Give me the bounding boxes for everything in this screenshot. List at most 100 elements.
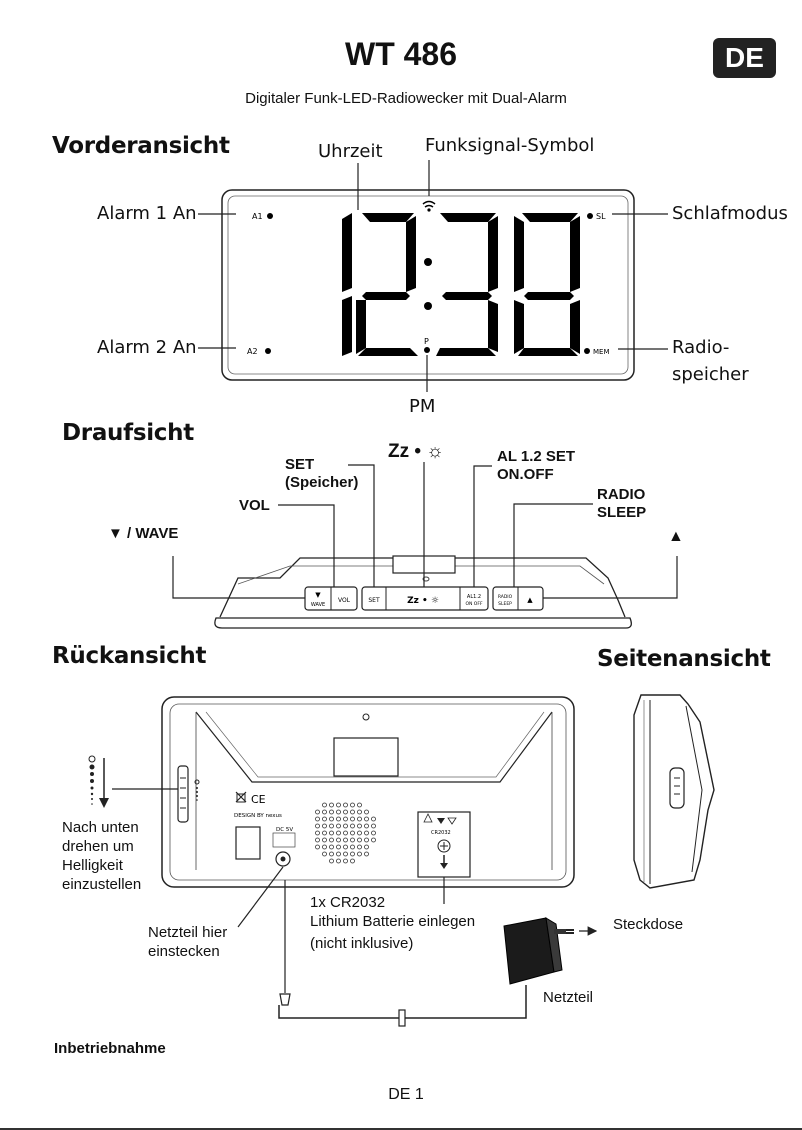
label-pm: PM	[409, 396, 436, 417]
speaker-hole	[322, 802, 327, 808]
heading-top-view: Draufsicht	[62, 420, 194, 446]
speaker-hole	[329, 851, 334, 857]
speaker-hole	[364, 830, 369, 836]
speaker-hole	[343, 809, 348, 815]
document-title: WT 486	[344, 36, 458, 72]
colon-top	[424, 258, 432, 266]
section-title-setup: Inbetriebnahme	[54, 1040, 166, 1057]
speaker-hole	[343, 858, 348, 864]
heading-front-view: Vorderansicht	[52, 133, 230, 159]
page-number: DE 1	[388, 1086, 424, 1103]
speaker-hole	[329, 830, 334, 836]
speaker-hole	[364, 816, 369, 822]
speaker-hole	[329, 858, 334, 864]
regulatory-label: CE DESIGN BY nexus DC 5V	[234, 791, 296, 860]
speaker-hole	[336, 802, 341, 808]
speaker-hole	[343, 830, 348, 836]
label-dimmer-4: einzustellen	[62, 876, 142, 893]
side-view-clock	[633, 694, 715, 889]
pm-dot	[424, 347, 430, 353]
speaker-hole	[371, 830, 376, 836]
speaker-hole	[350, 851, 355, 857]
memory-dot	[584, 348, 590, 354]
front-view-clock: A1 A2 SL MEM P	[198, 160, 668, 392]
label-set-memory: (Speicher)	[285, 474, 359, 491]
speaker-hole	[371, 823, 376, 829]
button-mark-vol: VOL	[338, 597, 351, 604]
speaker-hole	[322, 809, 327, 815]
speaker-hole	[350, 816, 355, 822]
speaker-hole	[322, 844, 327, 850]
language-badge: DE	[713, 38, 776, 78]
digit-1	[342, 213, 352, 356]
label-adapter: Netzteil	[543, 989, 594, 1006]
button-mark-sleep: SLEEP	[498, 601, 512, 607]
speaker-hole	[350, 809, 355, 815]
speaker-hole	[329, 823, 334, 829]
speaker-hole	[364, 823, 369, 829]
speaker-hole	[329, 802, 334, 808]
speaker-hole	[350, 830, 355, 836]
dimmer-scale-small	[194, 779, 200, 801]
label-radio-memory-2: speicher	[672, 364, 749, 385]
speaker-hole	[364, 851, 369, 857]
ce-mark: CE	[251, 793, 266, 806]
sleep-dot	[587, 213, 593, 219]
speaker-hole	[357, 809, 362, 815]
design-by-text: DESIGN BY nexus	[234, 813, 282, 819]
heading-side-view: Seitenansicht	[597, 646, 771, 672]
speaker-hole	[364, 809, 369, 815]
battery-type-mark: CR2032	[431, 830, 451, 836]
speaker-hole	[336, 823, 341, 829]
speaker-hole	[343, 823, 348, 829]
label-outlet: Steckdose	[613, 916, 684, 933]
label-power-2: einstecken	[148, 943, 220, 960]
speaker-hole	[371, 816, 376, 822]
button-mark-al2: ON OFF	[465, 601, 482, 607]
speaker-hole	[315, 830, 320, 836]
screen-mark-sl: SL	[596, 212, 606, 221]
label-dimmer-1: Nach unten	[62, 819, 139, 836]
speaker-hole	[364, 837, 369, 843]
speaker-hole	[315, 823, 320, 829]
speaker-hole	[336, 858, 341, 864]
label-zz-brightness: Zz • ☼	[388, 441, 444, 462]
page-bottom-rule	[0, 1128, 802, 1130]
speaker-hole	[336, 816, 341, 822]
label-al-onoff: ON.OFF	[497, 466, 554, 483]
heading-back-view: Rückansicht	[52, 643, 207, 669]
button-mark-radio: RADIO	[498, 594, 513, 600]
label-vol: VOL	[239, 497, 270, 514]
button-mark-down: ▼	[315, 591, 321, 599]
label-radio-signal: Funksignal-Symbol	[425, 135, 595, 156]
brightness-scale-icon	[88, 755, 109, 808]
speaker-hole	[343, 802, 348, 808]
label-battery-2: Lithium Batterie einlegen	[310, 913, 476, 930]
button-mark-up: ▲	[527, 596, 533, 604]
label-set: SET	[285, 456, 315, 473]
speaker-hole	[336, 837, 341, 843]
speaker-hole	[329, 809, 334, 815]
label-radio-memory: Radio-	[672, 337, 730, 358]
speaker-hole	[329, 844, 334, 850]
alarm1-dot	[267, 213, 273, 219]
button-mark-set: SET	[368, 597, 380, 604]
label-radio: RADIO	[597, 486, 646, 503]
speaker-grille	[315, 802, 376, 864]
speaker-hole	[364, 844, 369, 850]
speaker-hole	[343, 816, 348, 822]
screen-mark-mem: MEM	[593, 348, 610, 356]
speaker-hole	[322, 830, 327, 836]
speaker-hole	[357, 802, 362, 808]
digit-3	[436, 213, 498, 356]
label-power-1: Netzteil hier	[148, 924, 228, 941]
speaker-hole	[336, 851, 341, 857]
speaker-hole	[343, 851, 348, 857]
speaker-hole	[350, 802, 355, 808]
label-alarm2: Alarm 2 An	[97, 337, 197, 358]
document-subtitle: Digitaler Funk-LED-Radiowecker mit Dual-…	[245, 90, 567, 107]
speaker-hole	[336, 844, 341, 850]
speaker-hole	[357, 837, 362, 843]
button-mark-zz: Zz • ☼	[407, 596, 439, 606]
digit-2	[356, 213, 418, 356]
